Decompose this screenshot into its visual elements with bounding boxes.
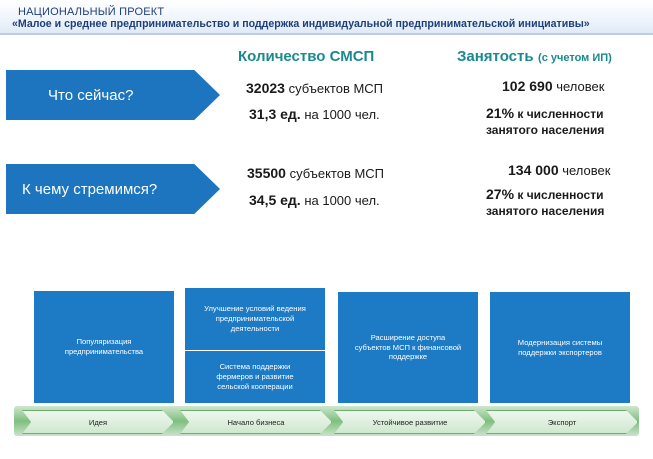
row-goal-density-unit: на 1000 чел. bbox=[304, 193, 380, 208]
popularization-text: Популяризация предпринимательства bbox=[64, 337, 144, 356]
row-goal-label: К чему стремимся? bbox=[22, 181, 158, 198]
row-now-people-value: 102 690 bbox=[502, 78, 553, 94]
row-goal-share: 27% к численности bbox=[486, 186, 603, 202]
agri-text: Система поддержки фермеров и развитие се… bbox=[216, 362, 294, 391]
header-band bbox=[0, 0, 653, 34]
row-now-density-unit: на 1000 чел. bbox=[304, 107, 380, 122]
stage-growth: Устойчивое развитие bbox=[334, 410, 486, 434]
row-goal-arrow: К чему стремимся? bbox=[6, 164, 220, 214]
stage-export: Экспорт bbox=[486, 410, 638, 434]
row-goal-share-text: к численности bbox=[517, 188, 604, 202]
row-goal-density: 34,5 ед. на 1000 чел. bbox=[249, 192, 380, 208]
row-now-subjects: 32023 субъектов МСП bbox=[246, 80, 383, 96]
row-goal-density-value: 34,5 ед. bbox=[249, 192, 301, 208]
agri-cell: Система поддержки фермеров и развитие се… bbox=[185, 351, 325, 403]
row-goal-share-text2: занятого населения bbox=[486, 204, 605, 218]
start-box-divider bbox=[185, 350, 325, 351]
stage-export-label: Экспорт bbox=[547, 417, 577, 427]
row-goal-people-value: 134 000 bbox=[508, 162, 559, 178]
row-goal-subjects: 35500 субъектов МСП bbox=[247, 165, 384, 181]
row-now-people: 102 690 человек bbox=[502, 78, 604, 94]
row-now-label: Что сейчас? bbox=[48, 87, 134, 104]
row-now-arrow: Что сейчас? bbox=[6, 70, 220, 120]
popularization-box: Популяризация предпринимательства bbox=[34, 291, 174, 403]
project-title: «Малое и среднее предпринимательство и п… bbox=[12, 18, 590, 30]
row-now-share-text2: занятого населения bbox=[486, 123, 605, 137]
stage-idea-label: Идея bbox=[88, 417, 108, 427]
row-now-share-text: к численности bbox=[517, 107, 604, 121]
employment-note: (с учетом ИП) bbox=[538, 52, 612, 64]
row-now-density: 31,3 ед. на 1000 чел. bbox=[249, 106, 380, 122]
employment-column-heading: Занятость bbox=[457, 48, 534, 65]
finance-text: Расширение доступа субъектов МСП к финан… bbox=[354, 332, 462, 362]
finance-box: Расширение доступа субъектов МСП к финан… bbox=[338, 292, 478, 403]
row-goal-people: 134 000 человек bbox=[508, 162, 610, 178]
row-goal-people-unit: человек bbox=[562, 163, 611, 178]
row-now-density-value: 31,3 ед. bbox=[249, 106, 301, 122]
smsp-column-heading: Количество СМСП bbox=[238, 48, 375, 65]
row-now-people-unit: человек bbox=[556, 79, 605, 94]
row-goal-share-value: 27% bbox=[486, 186, 515, 202]
export-box: Модернизация системы поддержки экспортер… bbox=[490, 292, 630, 403]
stage-start-label: Начало бизнеса bbox=[227, 417, 285, 427]
row-now-share: 21% к численности bbox=[486, 105, 603, 121]
conditions-text: Улучшение условий ведения предпринимател… bbox=[204, 304, 306, 333]
stage-start: Начало бизнеса bbox=[180, 410, 332, 434]
row-now-subjects-unit: субъектов МСП bbox=[288, 81, 384, 96]
stage-idea: Идея bbox=[22, 410, 174, 434]
row-now-subjects-value: 32023 bbox=[246, 80, 285, 96]
header-divider bbox=[0, 33, 653, 35]
start-business-box bbox=[185, 288, 325, 403]
row-now-share-value: 21% bbox=[486, 105, 515, 121]
employment-column-heading-group: Занятость (с учетом ИП) bbox=[457, 48, 612, 66]
row-goal-subjects-unit: субъектов МСП bbox=[289, 166, 385, 181]
export-text: Модернизация системы поддержки экспортер… bbox=[517, 337, 603, 357]
conditions-cell: Улучшение условий ведения предпринимател… bbox=[185, 288, 325, 350]
row-goal-subjects-value: 35500 bbox=[247, 165, 286, 181]
project-label: НАЦИОНАЛЬНЫЙ ПРОЕКТ bbox=[18, 6, 165, 18]
stage-growth-label: Устойчивое развитие bbox=[372, 417, 448, 427]
